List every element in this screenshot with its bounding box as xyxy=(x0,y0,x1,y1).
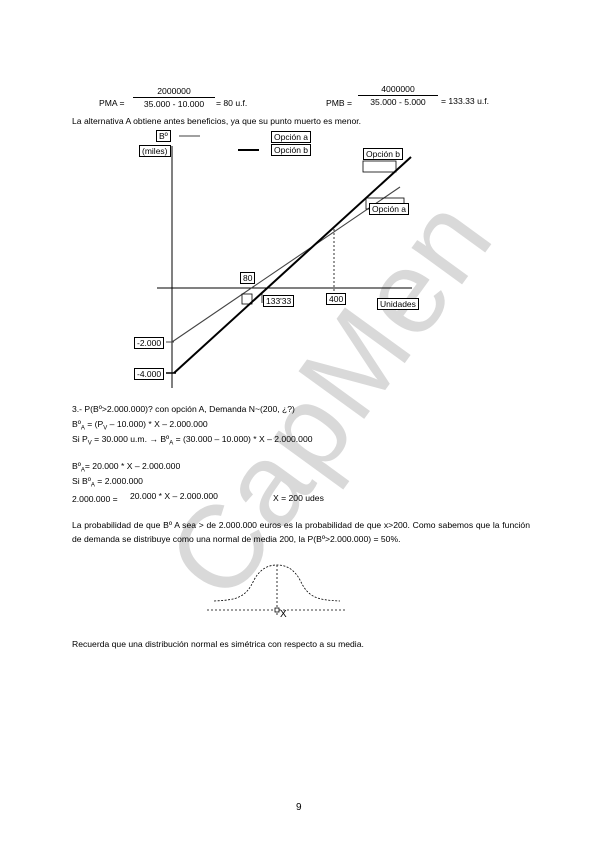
y-tick-label-2000: -2.000 xyxy=(134,337,165,349)
conclusion-text: La alternativa A obtiene antes beneficio… xyxy=(72,116,362,126)
y-axis-label-miles: (miles) xyxy=(139,145,171,157)
pmb-denominator: 35.000 - 5.000 xyxy=(370,97,426,107)
line-option-a xyxy=(171,186,401,343)
section3-line6b: 20.000 * X – 2.000.000 xyxy=(130,491,218,501)
text-si-pv: Si P xyxy=(72,434,88,444)
sub-a: A xyxy=(169,440,174,447)
sub-a: A xyxy=(80,467,85,474)
text-si-bo: Si Bº xyxy=(72,476,91,486)
page-number: 9 xyxy=(296,802,302,813)
pma-denominator: 35.000 - 10.000 xyxy=(143,99,205,109)
section3-line6a: 2.000.000 = xyxy=(72,494,118,504)
text-bo: Bº xyxy=(72,419,81,429)
pmb-numerator: 4000000 xyxy=(358,84,438,96)
text-rest: = (30.000 – 10.000) * X – 2.000.000 xyxy=(173,434,313,444)
normal-x-label: X xyxy=(280,609,287,620)
pma-result: = 80 u.f. xyxy=(216,98,248,108)
sub-a: A xyxy=(80,425,85,432)
normal-mean-marker xyxy=(274,607,280,613)
sub-v: V xyxy=(103,425,108,432)
text-pv: = (P xyxy=(84,419,104,429)
tick-label-133: 133'33 xyxy=(263,295,295,307)
label-b-box-extra xyxy=(362,160,397,173)
pmb-result: = 133.33 u.f. xyxy=(441,96,490,106)
text-rest: = 20.000 * X – 2.000.000 xyxy=(84,461,181,471)
text-arrow: = 30.000 u.m. → Bº xyxy=(91,434,170,444)
section3-line2: BºA = (PV – 10.000) * X – 2.000.000 xyxy=(72,419,208,432)
legend-a-label: Opción a xyxy=(271,131,312,143)
pma-label: PMA = xyxy=(99,98,125,108)
line-a-label: Opción a xyxy=(369,203,410,215)
section3-line3: Si PV = 30.000 u.m. → BºA = (30.000 – 10… xyxy=(72,434,313,447)
pma-numerator: 2000000 xyxy=(133,86,215,98)
line-option-b xyxy=(173,156,412,374)
text-rest: = 2.000.000 xyxy=(94,476,143,486)
sub-a: A xyxy=(90,482,95,489)
probability-paragraph: La probabilidad de que Bº A sea > de 2.0… xyxy=(72,520,530,544)
section3-line1: 3.- P(Bº>2.000.000)? con opción A, Deman… xyxy=(72,404,295,414)
legend-b-label: Opción b xyxy=(271,144,312,156)
sub-v: V xyxy=(87,440,92,447)
line-b-label: Opción b xyxy=(363,148,404,160)
pmb-fraction: 4000000 35.000 - 5.000 xyxy=(358,84,438,107)
tick-label-80: 80 xyxy=(240,272,256,284)
tick-label-400: 400 xyxy=(326,293,347,305)
text-bo: Bº xyxy=(72,461,81,471)
pmb-label: PMB = xyxy=(326,98,353,108)
marker-80 xyxy=(241,293,253,305)
section3-line5: Si BºA = 2.000.000 xyxy=(72,476,143,489)
footer-note: Recuerda que una distribución normal es … xyxy=(72,639,364,649)
section3-line4: BºA= 20.000 * X – 2.000.000 xyxy=(72,461,180,474)
pma-fraction: 2000000 35.000 - 10.000 xyxy=(133,86,215,109)
section3-line6c: X = 200 udes xyxy=(273,493,324,503)
y-tick-label-4000: -4.000 xyxy=(134,368,165,380)
y-axis-label-bo: Bº xyxy=(156,130,171,142)
text-rest: – 10.000) * X – 2.000.000 xyxy=(107,419,208,429)
x-axis-label: Unidades xyxy=(377,298,419,310)
